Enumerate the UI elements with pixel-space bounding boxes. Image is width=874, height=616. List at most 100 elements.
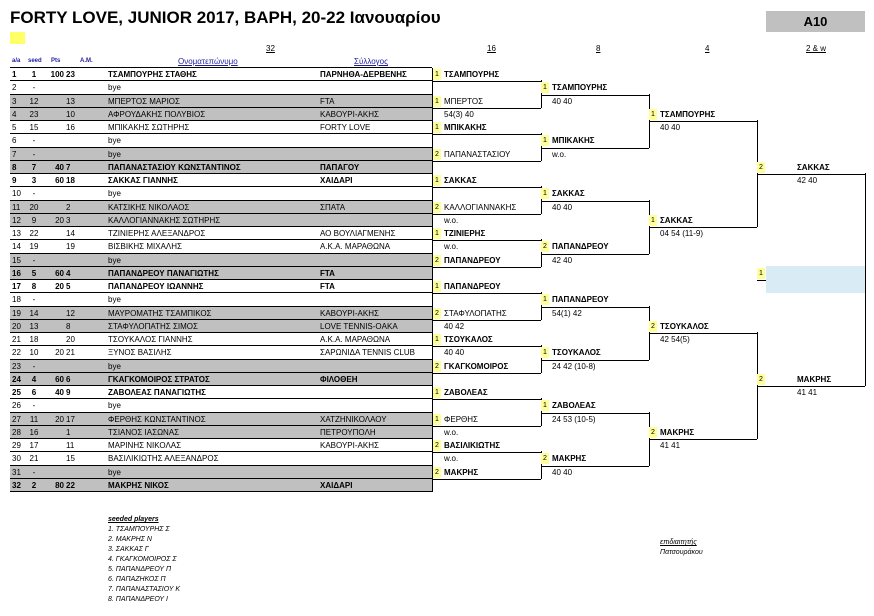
table-row: 23-bye [10,359,432,374]
bracket-seed: 1 [433,122,441,133]
player-aa: 17 [12,282,21,291]
bracket-line [433,319,541,321]
bracket-seed: 1 [541,188,549,200]
table-row: 6-bye [10,134,432,148]
table-row: 15-bye [10,253,432,268]
player-pts: 60 [55,176,64,185]
player-am: 15 [66,454,75,464]
player-name: ΚΑΛΛΟΓΙΑΝΝΑΚΗΣ ΣΩΤΗΡΗΣ [108,215,221,225]
player-seed: 11 [29,414,39,424]
player-name: ΞΥΝΟΣ ΒΑΣΙΛΗΣ [108,348,172,358]
winner-seed: 1 [757,267,765,279]
seeded-player: 3. ΣΑΚΚΑΣ Γ [108,546,149,553]
header-aa: a/a [12,58,21,64]
player-name: ΣΤΑΦΥΛΟΠΑΤΗΣ ΣΙΜΟΣ [108,321,198,331]
player-am: 14 [66,229,75,238]
bracket-score: 04 54 (11-9) [660,229,703,238]
player-name: ΒΙΣΒΙΚΗΣ ΜΙΧΑΛΗΣ [108,242,182,252]
player-am: 5 [66,282,71,291]
player-name: ΠΑΠΑΝΔΡΕΟΥ ΙΩΑΝΝΗΣ [108,282,204,291]
player-name: ΤΖΙΝΙΕΡΗΣ ΑΛΕΞΑΝΔΡΟΣ [108,229,206,238]
player-name: bye [108,361,121,371]
player-name: ΤΣΑΜΠΟΥΡΗΣ ΣΤΑΘΗΣ [108,70,197,79]
player-club: ΠΑΠΑΓΟΥ [320,162,360,172]
referee-name: Πατσουράκου [660,549,703,556]
player-club: ΧΑΙΔΑΡΙ [320,480,353,490]
bracket-player: ΣΤΑΦΥΛΟΠΑΤΗΣ [444,308,507,318]
player-club: ΧΑΤΖΗΝΙΚΟΛΑΟΥ [320,414,387,424]
bracket-seed: 2 [433,307,441,319]
player-seed: - [32,401,36,411]
bracket-score: 40 40 [444,348,465,358]
bracket-line [649,199,650,254]
seeded-player: 4. ΓΚΑΓΚΟΜΟΙΡΟΣ Σ [108,556,177,563]
player-club: ΚΑΒΟΥΡΙ-ΑΚΗΣ [320,441,379,450]
player-aa: 5 [12,123,17,132]
player-aa: 26 [12,401,21,411]
player-seed: 23 [29,109,39,119]
player-seed: 7 [31,162,37,172]
bracket-player: ΣΑΚΚΑΣ [660,215,693,225]
seeded-title: seeded players [108,516,159,523]
player-am: 19 [66,242,75,252]
player-am: 6 [66,374,71,384]
player-aa: 16 [12,268,21,278]
bracket-line [649,333,757,334]
player-seed: 1 [31,70,37,79]
player-aa: 6 [12,136,17,146]
bracket-player: ΓΚΑΓΚΟΜΟΙΡΟΣ [444,361,509,371]
bracket-line [649,305,650,360]
bracket-player: ΜΑΚΡΗΣ [444,467,479,477]
table-row: 18-bye [10,293,432,307]
bracket-seed: 1 [433,413,441,425]
bracket-player: ΤΣΟΥΚΑΛΟΣ [552,348,601,358]
table-right-line [432,68,433,492]
bracket-seed: 2 [433,360,441,372]
player-name: bye [108,83,121,93]
player-seed: 4 [31,374,37,384]
header-pts: Pts [51,58,61,64]
player-name: bye [108,401,121,411]
player-seed: - [32,189,36,199]
bracket-seed: 1 [649,214,657,226]
player-name: ΤΣΙΑΝΟΣ ΙΑΣΩΝΑΣ [108,427,180,437]
table-row: 10-bye [10,187,432,201]
bracket-score: 42 54(5) [660,335,690,344]
player-pts: 40 [55,388,64,397]
bracket-score: w.o. [444,427,459,437]
player-seed: 21 [29,454,39,464]
bracket-seed: 2 [649,320,657,332]
player-seed: 22 [29,229,39,238]
player-aa: 24 [12,374,21,384]
player-seed: 20 [29,202,39,212]
player-pts: 20 [55,414,64,424]
bracket-line [541,133,542,161]
bracket-line [649,93,650,148]
bracket-score: w.o. [444,454,459,464]
player-seed: - [32,136,36,146]
seeded-player: 1. ΤΣΑΜΠΟΥΡΗΣ Σ [108,526,170,533]
referee-label: επιδιαιτητής [660,539,697,546]
winner-highlight [766,266,865,293]
bracket-line [541,345,542,373]
table-row: 7-bye [10,147,432,162]
player-name: ΜΑΡΙΝΗΣ ΝΙΚΟΛΑΣ [108,441,182,450]
bracket-line [541,359,649,361]
header-name: Ονοματεπώνυμο [178,57,238,66]
bracket-player: ΜΠΙΚΑΚΗΣ [444,123,487,132]
bracket-seed: 2 [757,161,765,173]
bracket-line [757,386,865,387]
player-name: bye [108,295,121,305]
player-seed: 13 [29,321,39,331]
bracket-line [433,134,541,136]
bracket-player: ΜΠΕΡΤΟΣ [444,96,484,106]
